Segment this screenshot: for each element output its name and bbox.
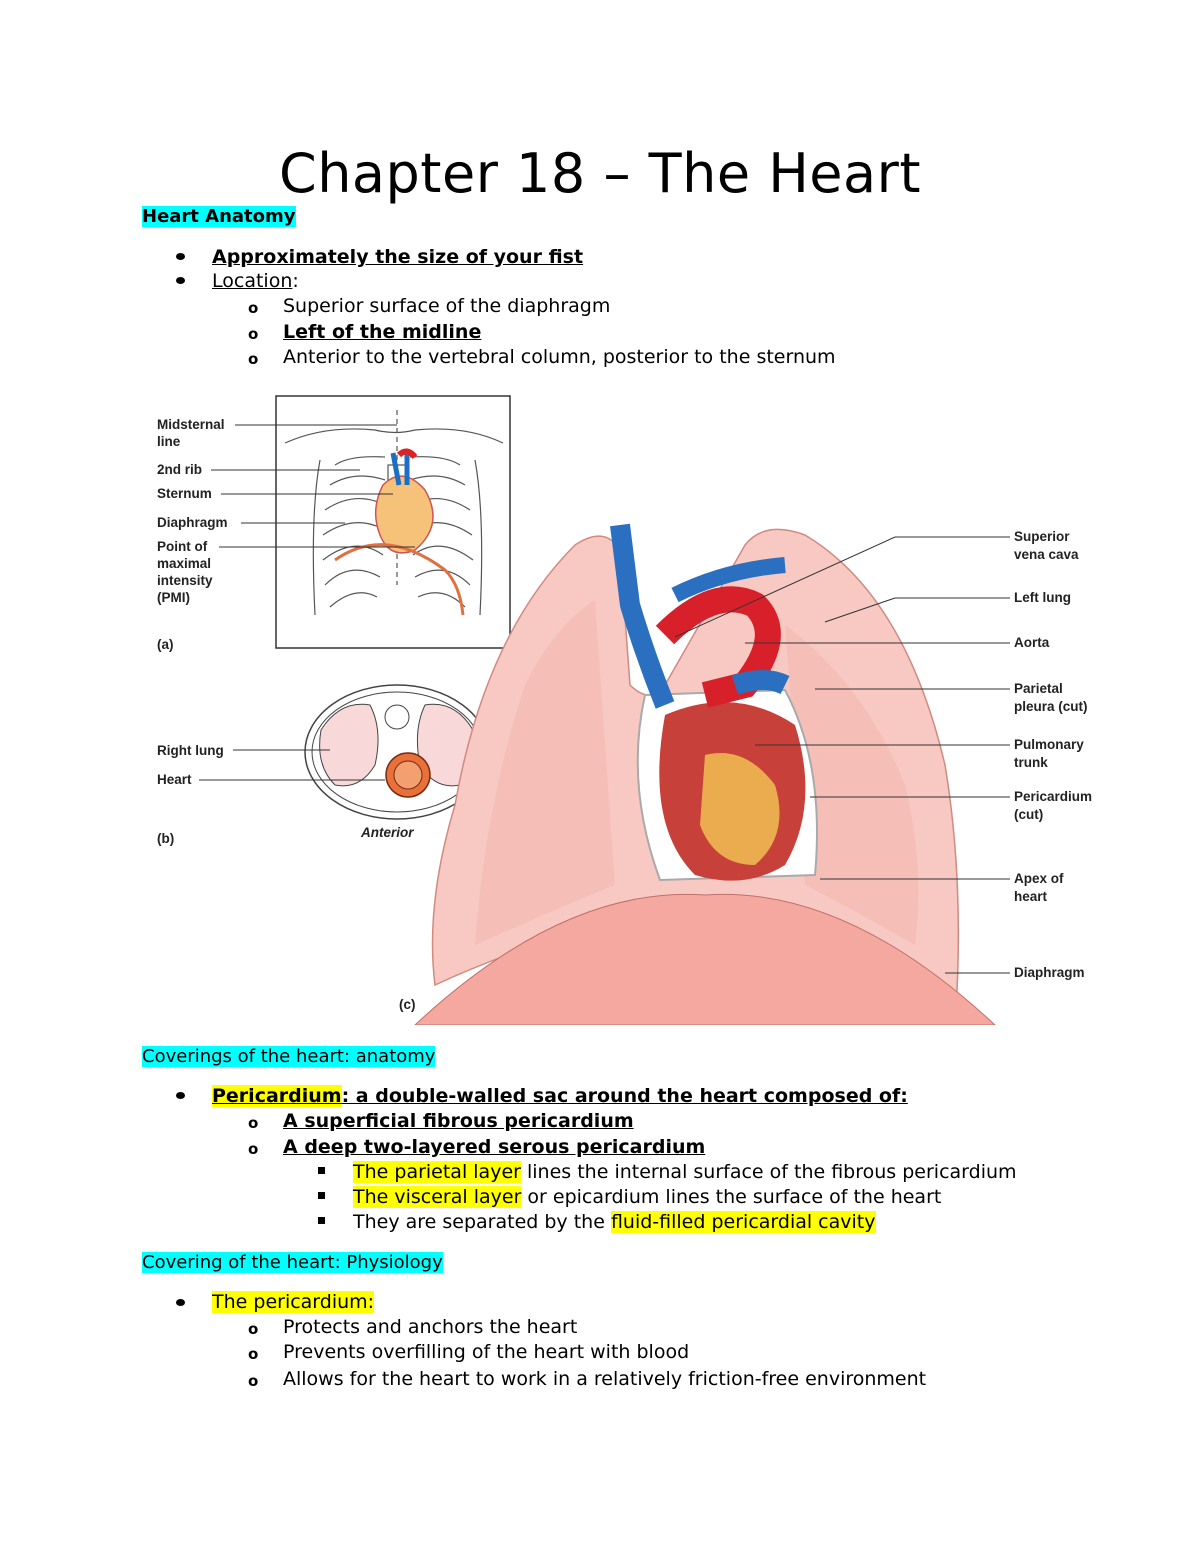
square-bullet <box>318 1167 325 1174</box>
aorta <box>655 586 781 708</box>
label-superior: Superior <box>1014 529 1070 544</box>
label-pmi-2: maximal <box>157 556 211 571</box>
label-pmi-3: intensity <box>157 573 213 588</box>
label-heart-b: Heart <box>157 772 192 787</box>
label-right-lung: Right lung <box>157 743 224 758</box>
label-diaphragm-c: Diaphragm <box>1014 965 1085 980</box>
label-left-lung: Left lung <box>1014 590 1071 605</box>
bullet-disc <box>176 1092 185 1099</box>
sub-item-fibrous: A superficial fibrous pericardium <box>283 1110 634 1132</box>
sub-bullet-marker: o <box>248 1140 259 1158</box>
sub-item-left-midline: Left of the midline <box>283 321 482 343</box>
label-pleura-cut: pleura (cut) <box>1014 699 1088 714</box>
page-title: Chapter 18 – The Heart <box>279 142 921 205</box>
label-pericardium-cut: (cut) <box>1014 807 1043 822</box>
sub-item-friction-free: Allows for the heart to work in a relati… <box>283 1368 927 1390</box>
label-midsternal: Midsternal <box>157 417 225 432</box>
label-parietal: Parietal <box>1014 681 1063 696</box>
label-anterior: Anterior <box>360 825 414 840</box>
panel-b-label: (b) <box>157 831 174 846</box>
bullet-pericardium: Pericardium: a double-walled sac around … <box>212 1085 908 1107</box>
label-sternum: Sternum <box>157 486 212 501</box>
superior-vena-cava <box>610 523 675 709</box>
label-pulmonary: Pulmonary <box>1014 737 1084 752</box>
sub-bullet-marker: o <box>248 1372 259 1390</box>
label-diaphragm-a: Diaphragm <box>157 515 228 530</box>
label-apex-heart: heart <box>1014 889 1048 904</box>
section-heading-coverings-anatomy: Coverings of the heart: anatomy <box>142 1046 436 1067</box>
sub-item-anterior-vertebral: Anterior to the vertebral column, poster… <box>283 346 836 368</box>
label-pmi-1: Point of <box>157 539 208 554</box>
pulmonary-trunk <box>731 670 790 695</box>
panel-c-label: (c) <box>399 997 416 1012</box>
label-aorta: Aorta <box>1014 635 1050 650</box>
cross-section-drawing <box>304 684 490 820</box>
heart-anatomy-figure: Midsternal line 2nd rib Sternum Diaphrag… <box>157 395 1092 1025</box>
label-apex: Apex of <box>1014 871 1064 886</box>
sq-item-visceral: The visceral layer or epicardium lines t… <box>353 1186 942 1208</box>
sub-bullet-marker: o <box>248 350 259 368</box>
bullet-disc <box>176 277 185 284</box>
label-vena-cava: vena cava <box>1014 547 1079 562</box>
heart-small-a <box>374 475 434 554</box>
sub-bullet-marker: o <box>248 325 259 343</box>
label-2nd-rib: 2nd rib <box>157 462 202 477</box>
sub-bullet-marker: o <box>248 299 259 317</box>
sub-item-protects: Protects and anchors the heart <box>283 1316 578 1338</box>
sub-item-prevents: Prevents overfilling of the heart with b… <box>283 1341 690 1363</box>
label-trunk: trunk <box>1014 755 1048 770</box>
square-bullet <box>318 1192 325 1199</box>
diaphragm-c <box>414 893 996 1025</box>
sub-bullet-marker: o <box>248 1114 259 1132</box>
bullet-size-of-fist: Approximately the size of your fist <box>212 246 584 268</box>
sub-bullet-marker: o <box>248 1320 259 1338</box>
bullet-disc <box>176 253 185 260</box>
bullet-disc <box>176 1299 185 1306</box>
sq-item-separated: They are separated by the fluid-filled p… <box>353 1211 876 1233</box>
section-heading-coverings-physiology: Covering of the heart: Physiology <box>142 1252 443 1273</box>
label-pmi-4: (PMI) <box>157 590 190 605</box>
thoracic-cavity-drawing <box>414 523 996 1025</box>
section-heading-heart-anatomy: Heart Anatomy <box>142 206 296 227</box>
bullet-location: Location: <box>212 270 299 292</box>
label-pericardium: Pericardium <box>1014 789 1092 804</box>
square-bullet <box>318 1217 325 1224</box>
label-midsternal-line: line <box>157 434 181 449</box>
sub-item-superior-surface: Superior surface of the diaphragm <box>283 295 611 317</box>
sub-bullet-marker: o <box>248 1345 259 1363</box>
sub-item-serous: A deep two-layered serous pericardium <box>283 1136 706 1158</box>
panel-a-label: (a) <box>157 637 174 652</box>
sq-item-parietal: The parietal layer lines the internal su… <box>353 1161 1017 1183</box>
bullet-the-pericardium: The pericardium: <box>212 1291 375 1313</box>
